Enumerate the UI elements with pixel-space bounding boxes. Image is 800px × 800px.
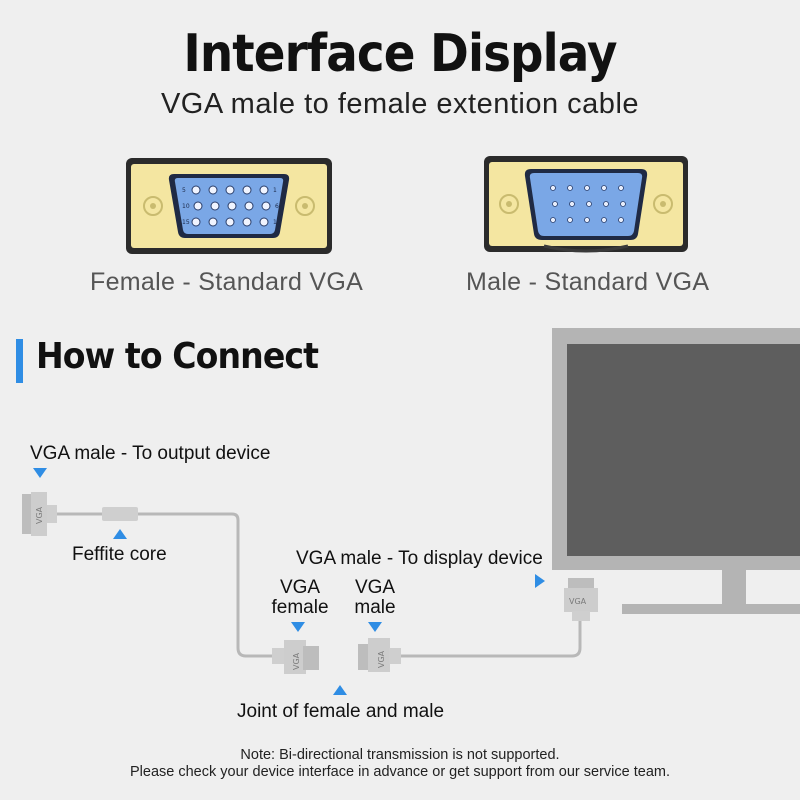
page-subtitle: VGA male to female extention cable — [160, 88, 640, 120]
output-device-label: VGA male - To output device — [30, 443, 271, 464]
arrow-up-icon — [113, 529, 127, 539]
plug-text: VGA — [569, 597, 587, 606]
pin-number-6: 6 — [275, 203, 279, 210]
note-line-2: Please check your device interface in ad… — [130, 764, 670, 780]
page-title: Interface Display — [183, 24, 617, 84]
pin-number-10: 10 — [182, 203, 190, 210]
arrow-down-icon — [291, 622, 305, 632]
output-vga-plug: VGA — [22, 492, 57, 536]
arrow-right-icon — [535, 574, 545, 588]
male-connector-label: Male - Standard VGA — [466, 268, 710, 296]
pin-number-5: 5 — [182, 187, 186, 194]
pin-number-11: 11 — [273, 219, 281, 226]
plug-text: VGA — [292, 652, 301, 670]
section-accent-bar — [16, 339, 23, 383]
plug-text: VGA — [35, 506, 44, 524]
monitor-image — [552, 328, 800, 614]
vga-male-label: VGA male — [354, 577, 396, 618]
note-line-1: Note: Bi-directional transmission is not… — [240, 747, 560, 763]
arrow-down-icon — [368, 622, 382, 632]
arrow-down-icon — [33, 468, 47, 478]
display-device-label: VGA male - To display device — [296, 548, 543, 569]
ferrite-core-label: Feffite core — [72, 544, 167, 565]
arrow-up-icon — [333, 685, 347, 695]
female-connector-label: Female - Standard VGA — [90, 268, 364, 296]
display-vga-plug: VGA — [564, 578, 598, 621]
pin-number-15: 15 — [182, 219, 190, 226]
vga-female-connector-image: 5 10 15 1 6 11 — [126, 158, 332, 254]
joint-label: Joint of female and male — [237, 701, 445, 722]
vga-male-connector-image — [484, 156, 688, 253]
section-title: How to Connect — [36, 336, 319, 377]
pin-number-1: 1 — [273, 187, 277, 194]
plug-text: VGA — [377, 650, 386, 668]
vga-female-label: VGA female — [271, 577, 329, 618]
joint-male-plug: VGA — [358, 638, 401, 672]
joint-female-plug: VGA — [272, 640, 319, 674]
